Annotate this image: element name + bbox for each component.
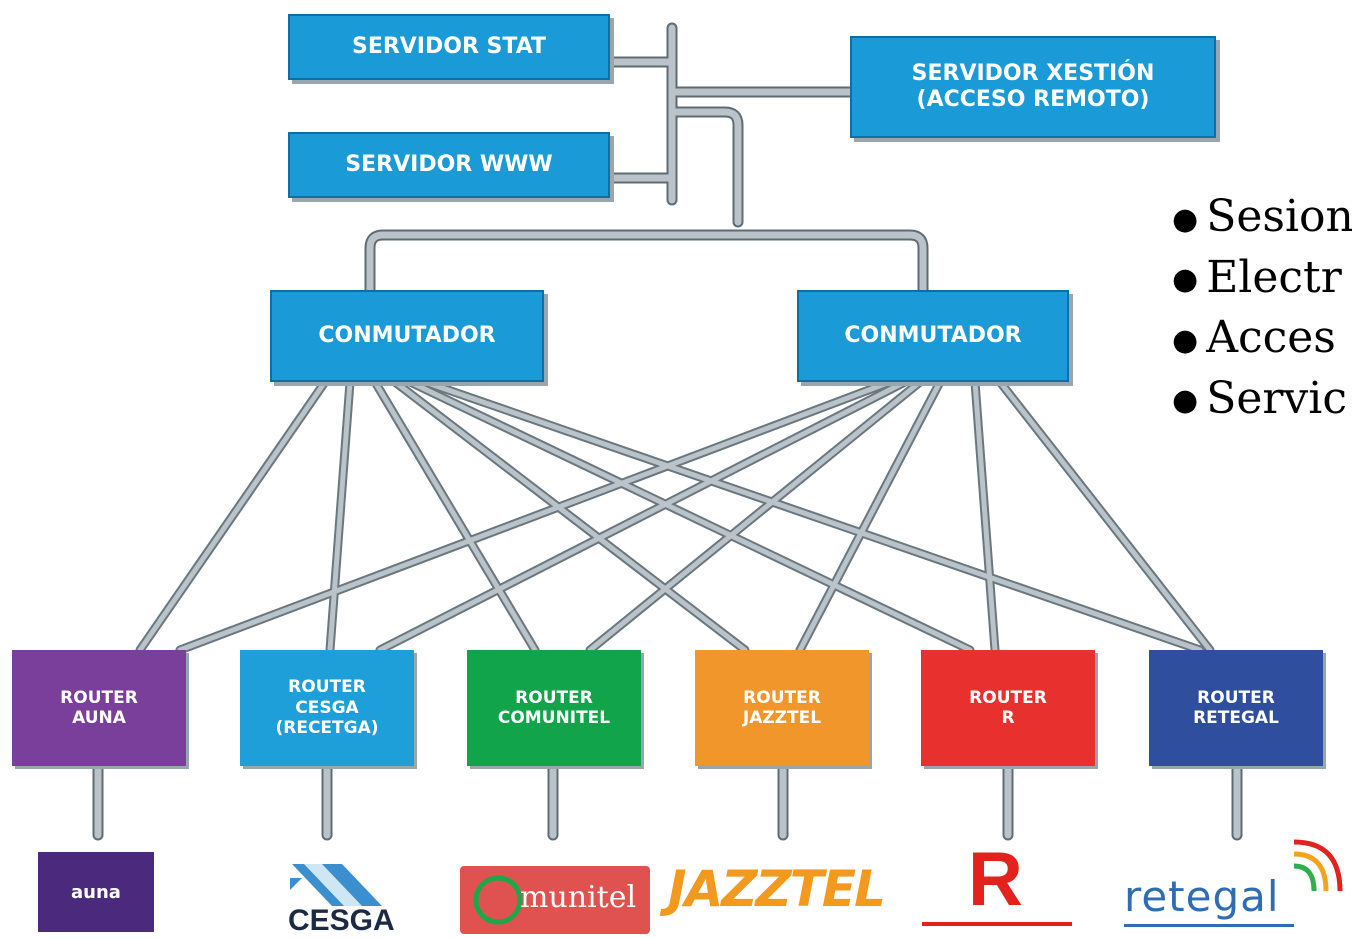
router-auna-box: ROUTER AUNA — [12, 650, 186, 766]
router-r-line2: R — [1001, 708, 1015, 728]
bullet-item-3-text: Acces — [1206, 312, 1336, 363]
router-jazztel-box: ROUTER JAZZTEL — [695, 650, 869, 766]
router-retegal-box: ROUTER RETEGAL — [1149, 650, 1323, 766]
router-retegal-line2: RETEGAL — [1193, 708, 1279, 728]
bullet-list: ●Sesion ●Electr ●Acces ●Servic — [1172, 188, 1352, 430]
bullet-item-2: ●Electr — [1172, 251, 1342, 303]
router-jazztel-line2: JAZZTEL — [742, 708, 822, 728]
router-cesga-line2: CESGA — [295, 697, 359, 718]
bullet-item-1: ●Sesion — [1172, 191, 1352, 242]
comunitel-ring-icon — [473, 875, 523, 925]
signal-waves-icon — [1293, 839, 1343, 892]
r-logo-text: R — [968, 837, 1023, 922]
router-retegal-line1: ROUTER — [1197, 687, 1275, 708]
router-comunitel-box: ROUTER COMUNITEL — [467, 650, 641, 766]
servidor-xestion-sublabel: (ACCESO REMOTO) — [916, 87, 1150, 112]
conmutador-left-box: CONMUTADOR — [270, 290, 544, 382]
retegal-logo-text: retegal — [1124, 872, 1280, 921]
servidor-www-box: SERVIDOR WWW — [288, 132, 610, 198]
bullet-item-2-text: Electr — [1206, 251, 1342, 303]
bullet-item-4-text: Servic — [1206, 372, 1347, 424]
servidor-xestion-box: SERVIDOR XESTIÓN (ACCESO REMOTO) — [850, 36, 1216, 138]
servidor-stat-label: SERVIDOR STAT — [351, 33, 547, 59]
conmutador-right-box: CONMUTADOR — [797, 290, 1069, 382]
jazztel-logo: JAZZTEL — [668, 860, 898, 936]
retegal-logo: retegal — [1118, 836, 1352, 936]
r-logo: R — [920, 837, 1100, 936]
router-r-box: ROUTER R — [921, 650, 1095, 766]
jazztel-logo-text: JAZZTEL — [668, 860, 886, 918]
router-auna-line2: AUNA — [72, 708, 126, 728]
router-auna-line1: ROUTER — [60, 687, 138, 708]
r-logo-underline — [922, 922, 1072, 926]
conmutador-left-label: CONMUTADOR — [318, 322, 496, 348]
bullet-item-3: ●Acces — [1172, 312, 1336, 363]
router-jazztel-line1: ROUTER — [743, 687, 821, 708]
router-comunitel-line1: ROUTER — [515, 687, 593, 708]
servidor-www-label: SERVIDOR WWW — [345, 151, 553, 177]
router-cesga-line1: ROUTER — [288, 677, 366, 698]
bullet-item-1-text: Sesion — [1206, 191, 1352, 242]
comunitel-logo: munitel — [460, 866, 650, 934]
bullet-item-4: ●Servic — [1172, 372, 1347, 424]
conmutador-right-label: CONMUTADOR — [844, 322, 1022, 348]
auna-logo: auna — [38, 852, 154, 932]
auna-logo-text: auna — [71, 881, 121, 903]
cesga-logo: CESGA — [282, 856, 412, 937]
router-r-line1: ROUTER — [969, 687, 1047, 708]
servidor-xestion-label: SERVIDOR XESTIÓN — [911, 60, 1155, 86]
cesga-logo-graphic — [290, 864, 382, 906]
router-cesga-line3: (RECETGA) — [275, 718, 379, 739]
router-comunitel-line2: COMUNITEL — [497, 708, 611, 728]
comunitel-logo-text: munitel — [520, 880, 637, 915]
servidor-stat-box: SERVIDOR STAT — [288, 14, 610, 80]
retegal-logo-underline — [1124, 924, 1294, 927]
cesga-logo-text: CESGA — [288, 904, 395, 937]
router-cesga-box: ROUTER CESGA (RECETGA) — [240, 650, 414, 766]
